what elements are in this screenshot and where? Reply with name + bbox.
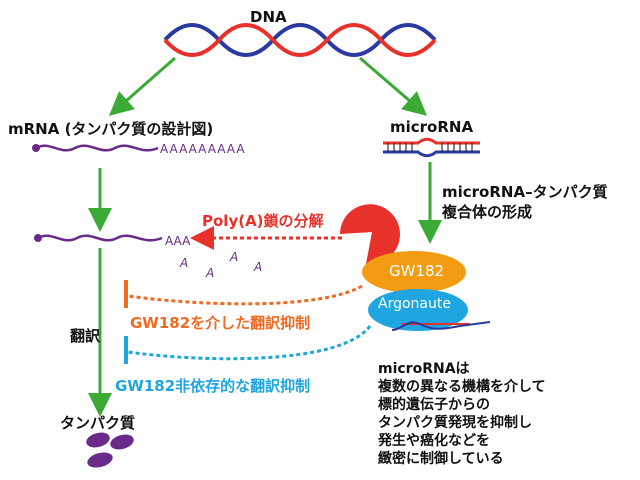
label-dna: DNA: [250, 8, 287, 26]
label-complex-formation: microRNA–タンパク質 複合体の形成: [442, 182, 608, 222]
label-mrna: mRNA (タンパク質の設計図): [8, 120, 214, 138]
label-polya-degradation: Poly(A)鎖の分解: [202, 212, 324, 230]
summary-line: 緻密に制御している: [378, 451, 504, 467]
label-complex-line-2: 複合体の形成: [442, 203, 533, 221]
arrow-dna-to-mrna: [108, 56, 176, 116]
label-argonaute: Argonaute: [378, 296, 451, 312]
label-polya-tail-short: AAA: [165, 234, 191, 248]
microrna-duplex-icon: [383, 137, 480, 158]
label-gw182-dependent-repression: GW182を介した翻訳抑制: [130, 314, 311, 332]
summary-line: 発生や癌化などを: [378, 433, 490, 449]
label-protein: タンパク質: [60, 414, 136, 432]
dna-helix-icon: [163, 23, 437, 57]
summary-line: タンパク質発現を抑制し: [378, 415, 532, 431]
arrow-dna-to-microrna: [359, 56, 428, 116]
summary-line: microRNAは: [378, 361, 470, 377]
released-a-4: A: [254, 260, 263, 274]
mrna-strand-icon: [32, 144, 159, 152]
target-mrna-icon: [391, 321, 491, 331]
repression-gw182-independent: [127, 325, 372, 361]
protein-icon: [86, 432, 134, 468]
label-gw182-independent-repression: GW182非依存的な翻訳抑制: [115, 377, 311, 395]
released-a-1: A: [180, 256, 189, 270]
repression-gw182-dependent: [127, 284, 363, 306]
label-translation: 翻訳: [70, 327, 101, 345]
argonaute-protein: [368, 289, 468, 331]
summary-text: microRNAは 複数の異なる機構を介して 標的遺伝子からの タンパク質発現を…: [378, 360, 546, 468]
label-complex-line-1: microRNA–タンパク質: [442, 183, 608, 201]
summary-line: 複数の異なる機構を介して: [378, 379, 546, 395]
label-gw182: GW182: [389, 262, 445, 280]
released-a-3: A: [230, 250, 239, 264]
label-polya-tail-long: AAAAAAAAA: [160, 142, 246, 156]
summary-line: 標的遺伝子からの: [378, 397, 490, 413]
label-microrna: microRNA: [390, 118, 474, 136]
released-a-2: A: [206, 266, 215, 280]
gw182-protein: [362, 251, 466, 293]
deadenylase-icon: [340, 204, 400, 265]
mrna-deadenylated-icon: [34, 234, 163, 242]
